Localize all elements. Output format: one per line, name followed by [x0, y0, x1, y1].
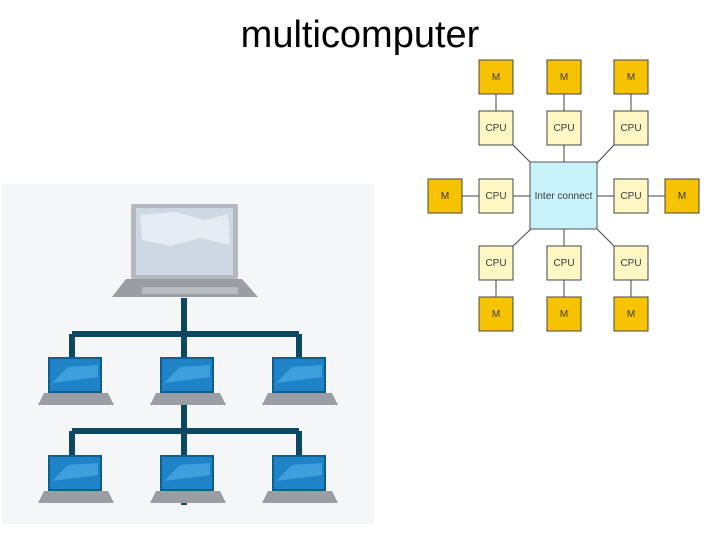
memory-node-bottom-right: M — [613, 296, 649, 332]
client-laptop-screen-shine — [276, 463, 322, 481]
client-laptop-6 — [262, 455, 338, 503]
client-laptop-base — [262, 491, 338, 503]
cpu-label: CPU — [620, 191, 641, 202]
cpu-label: CPU — [553, 258, 574, 269]
client-laptop-base — [38, 491, 114, 503]
cpu-node-middle-right: CPU — [613, 178, 649, 214]
slide-title: multicomputer — [0, 14, 720, 57]
cpu-label: CPU — [553, 123, 574, 134]
client-laptop-screen-shine — [164, 365, 210, 383]
cpu-node-bottom-center: CPU — [546, 245, 582, 281]
cpu-label: CPU — [485, 258, 506, 269]
client-laptop-base — [150, 393, 226, 405]
interconnect-label: Inter connect — [535, 191, 593, 202]
client-laptop-screen-shine — [164, 463, 210, 481]
client-laptop-1 — [38, 357, 114, 405]
client-laptop-screen-shine — [276, 365, 322, 383]
client-laptop-base — [262, 393, 338, 405]
cpu-node-top-left: CPU — [478, 110, 514, 146]
cpu-node-middle-left: CPU — [478, 178, 514, 214]
cpu-label: CPU — [485, 123, 506, 134]
client-laptop-2 — [150, 357, 226, 405]
client-laptop-5 — [150, 455, 226, 503]
cpu-node-bottom-right: CPU — [613, 245, 649, 281]
laptop-network — [38, 204, 338, 505]
server-laptop — [112, 204, 258, 297]
client-laptop-3 — [262, 357, 338, 405]
memory-node-top-center: M — [546, 59, 582, 95]
cpu-node-top-right: CPU — [613, 110, 649, 146]
cpu-label: CPU — [620, 123, 641, 134]
client-laptop-screen-shine — [52, 365, 98, 383]
diagram-connectors — [462, 94, 665, 297]
interconnect-box — [529, 161, 598, 230]
cpu-label: CPU — [485, 191, 506, 202]
client-laptop-base — [38, 393, 114, 405]
memory-node-top-right: M — [613, 59, 649, 95]
memory-label: M — [678, 191, 686, 202]
server-laptop-screen-glare — [140, 212, 230, 246]
client-laptop-4 — [38, 455, 114, 503]
interconnect-diagram: Inter connect M M M M M — [427, 59, 700, 332]
memory-node-bottom-center: M — [546, 296, 582, 332]
memory-node-top-left: M — [478, 59, 514, 95]
memory-node-bottom-left: M — [478, 296, 514, 332]
memory-label: M — [560, 72, 568, 83]
cpu-node-top-center: CPU — [546, 110, 582, 146]
memory-node-middle-left: M — [427, 178, 463, 214]
client-laptop-base — [150, 491, 226, 503]
memory-nodes: M M M M M M M — [427, 59, 700, 332]
memory-label: M — [492, 309, 500, 320]
memory-label: M — [492, 72, 500, 83]
server-laptop-keyboard — [142, 287, 238, 294]
memory-label: M — [627, 72, 635, 83]
memory-node-middle-right: M — [664, 178, 700, 214]
memory-label: M — [441, 191, 449, 202]
memory-label: M — [627, 309, 635, 320]
cpu-label: CPU — [620, 258, 641, 269]
client-laptop-screen-shine — [52, 463, 98, 481]
cpu-nodes: CPU CPU CPU CPU CPU CPU — [478, 110, 649, 281]
memory-label: M — [560, 309, 568, 320]
slide-title-text: multicomputer — [240, 14, 480, 56]
cpu-node-bottom-left: CPU — [478, 245, 514, 281]
